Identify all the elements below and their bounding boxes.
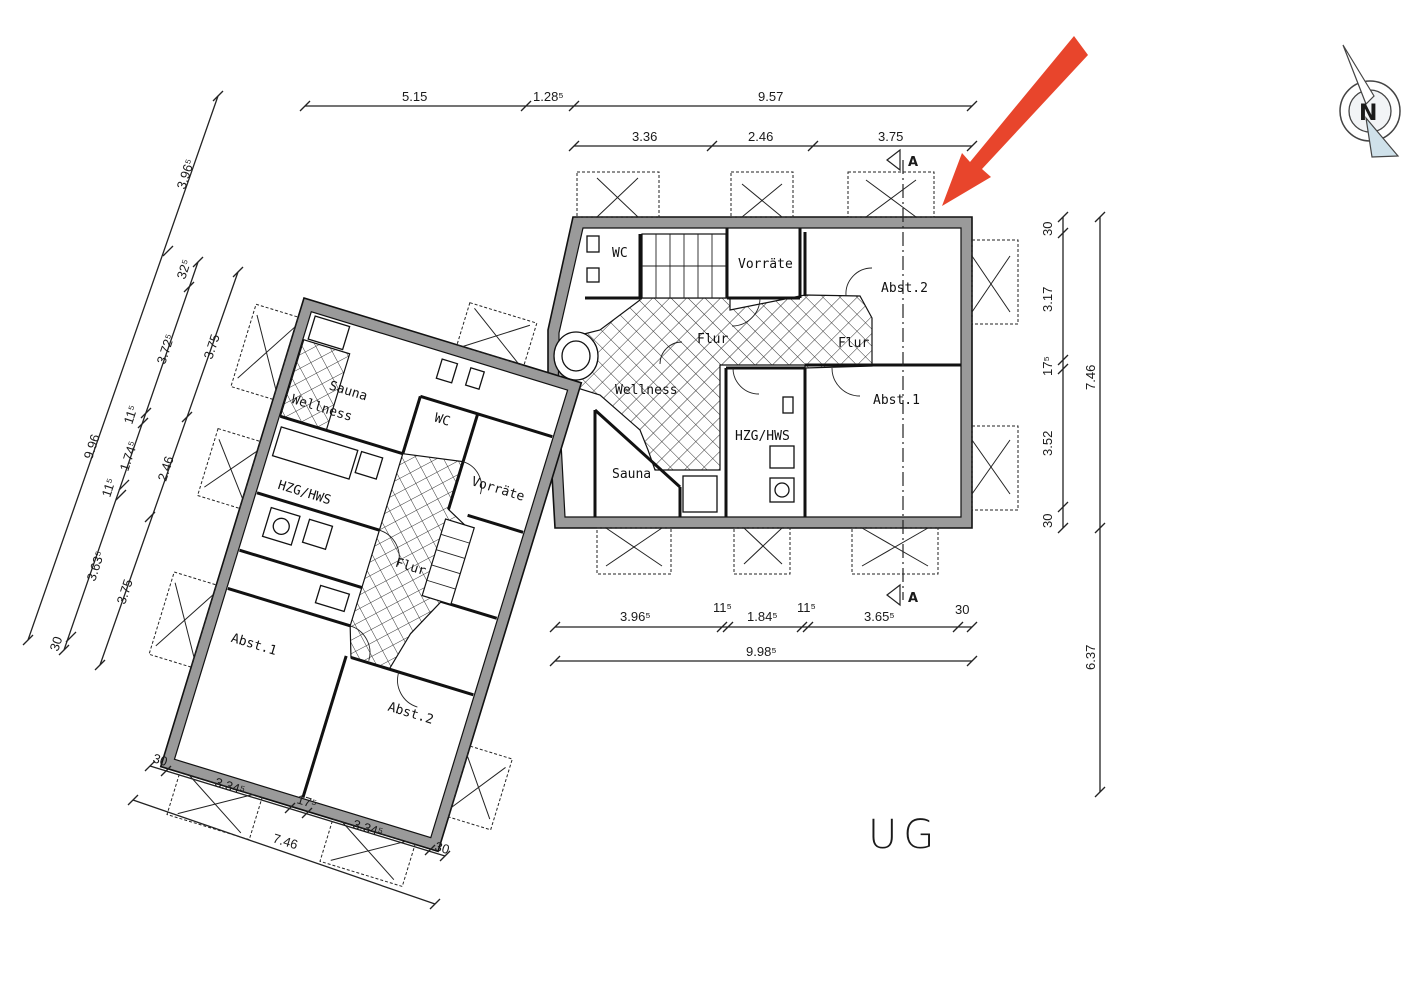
- room-label-wellness-right: Wellness: [615, 383, 678, 398]
- dim-right-inner-1: 3.17: [1040, 287, 1055, 312]
- dim-left-outer2-2: 11⁵: [99, 476, 119, 499]
- dim-bottom1-4: 3.65⁵: [864, 609, 895, 624]
- compass-icon: N: [1339, 44, 1401, 158]
- dimensions-top: 5.15 1.28⁵ 9.57 3.36 2.46 3.75: [299, 89, 978, 152]
- room-label-abst1-right: Abst.1: [873, 393, 920, 408]
- dim-left-bottom1-4: 30: [433, 839, 451, 858]
- room-label-flur-a-right: Flur: [697, 332, 728, 347]
- dim-bottom1-5: 30: [955, 602, 969, 617]
- dim-top2-0: 3.36: [632, 129, 657, 144]
- dim-left-outer3-0: 3.75: [114, 577, 136, 606]
- left-windows: [148, 302, 538, 888]
- dim-top1-1: 1.28⁵: [533, 89, 564, 104]
- room-label-sauna-right: Sauna: [612, 467, 651, 482]
- right-windows: [576, 171, 1019, 575]
- dim-left-outer2-5: 3.72⁵: [154, 332, 178, 366]
- right-stairs: [641, 233, 727, 299]
- dim-top2-2: 3.75: [878, 129, 903, 144]
- section-marker-top: A: [908, 155, 918, 170]
- dim-bottom1-1: 11⁵: [713, 600, 732, 615]
- dim-bottom1-3: 11⁵: [797, 600, 816, 615]
- dim-left-bottom1-2: 17⁵: [295, 792, 318, 812]
- dim-right-inner-0: 30: [1040, 222, 1055, 236]
- dim-bottom1-0: 3.96⁵: [620, 609, 651, 624]
- room-label-hzg-right: HZG/HWS: [735, 429, 790, 444]
- dim-left-outer2-6: 32⁵: [174, 257, 194, 281]
- dim-left-outer2-1: 3.63⁵: [84, 549, 108, 583]
- dim-bottom1-2: 1.84⁵: [747, 609, 778, 624]
- room-label-vorraete-right: Vorräte: [738, 257, 793, 272]
- dim-left-outer3-1: 2.46: [155, 454, 177, 483]
- dim-top2-1: 2.46: [748, 129, 773, 144]
- dim-left-outer2-4: 11⁵: [121, 403, 141, 426]
- dim-left-outer2-3: 1.74⁵: [117, 439, 141, 473]
- room-label-abst2-right: Abst.2: [881, 281, 928, 296]
- right-building: A A WC Vorräte Abst.2 Flur Flur Wellness…: [547, 148, 1019, 607]
- room-label-wc-right: WC: [612, 246, 628, 261]
- compass-letter: N: [1359, 101, 1377, 126]
- dim-left-bottom1-0: 30: [151, 751, 169, 770]
- dimensions-right: 30 3.17 17⁵ 3.52 30 7.46 6.37: [1040, 211, 1106, 798]
- dim-bottom2: 9.98⁵: [746, 644, 777, 659]
- dim-left-bottom2: 7.46: [271, 831, 300, 853]
- dim-right-inner-3: 3.52: [1040, 431, 1055, 456]
- dim-right-inner-4: 30: [1040, 514, 1055, 528]
- section-marker-bottom: A: [908, 591, 918, 606]
- dim-top1-0: 5.15: [402, 89, 427, 104]
- dimensions-bottom: 3.96⁵ 11⁵ 1.84⁵ 11⁵ 3.65⁵ 30 9.98⁵: [549, 600, 978, 667]
- dim-right-inner-2: 17⁵: [1040, 356, 1055, 376]
- room-label-flur-b-right: Flur: [838, 336, 869, 351]
- dim-left-outer1-1: 3.96⁵: [174, 157, 198, 191]
- dim-left-outer2-0: 30: [47, 635, 66, 653]
- dim-left-outer3-2: 3.75: [201, 332, 223, 361]
- left-building: Sauna WC Wellness Vorräte HZG/HWS Flur A…: [148, 297, 583, 888]
- dim-right-outer: 7.46: [1083, 365, 1098, 390]
- floor-label: UG: [868, 812, 940, 858]
- highlight-arrow: [942, 36, 1088, 206]
- dim-right-lower: 6.37: [1083, 645, 1098, 670]
- room-label-wc-left: WC: [432, 411, 451, 430]
- dim-left-outer1-0: 9.96: [81, 432, 103, 461]
- dim-top1-2: 9.57: [758, 89, 783, 104]
